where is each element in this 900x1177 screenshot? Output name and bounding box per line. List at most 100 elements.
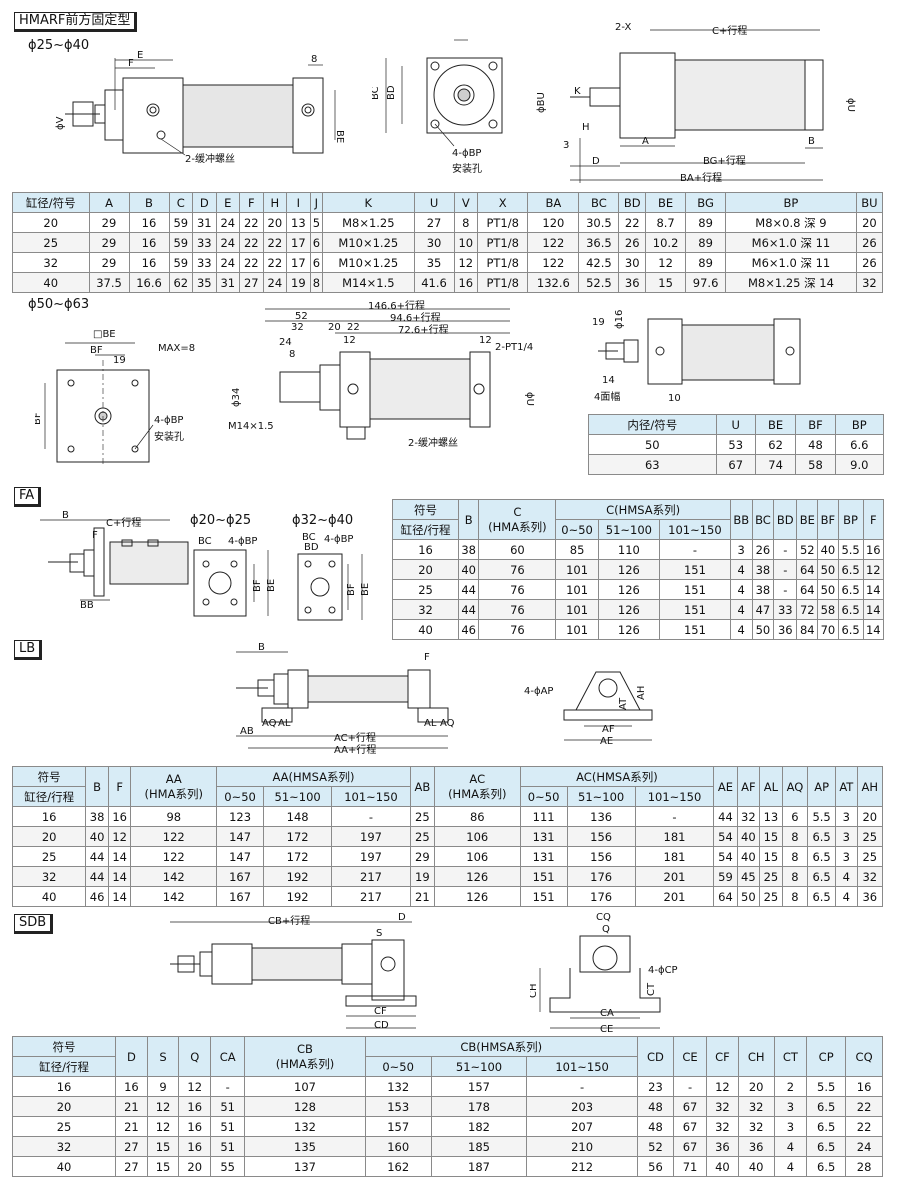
header-cell: C(HMSA系列)	[555, 499, 731, 520]
mount-hole-note-2: 安装孔	[154, 432, 184, 443]
header-cell: CP	[806, 1036, 847, 1077]
table-cell: 162	[364, 1156, 432, 1177]
table-cell: 153	[364, 1096, 432, 1117]
table-cell: 67	[715, 454, 756, 475]
svg-text:F: F	[92, 530, 98, 541]
table-cell: 13	[759, 806, 783, 827]
table-cell: 3	[773, 1116, 808, 1137]
svg-text:10: 10	[668, 393, 681, 404]
table-cell: 172	[263, 826, 333, 847]
table-cell: 36	[618, 272, 647, 293]
table-cell: 29	[88, 232, 130, 253]
table-cell: 20	[262, 212, 288, 233]
table-cell: 13	[286, 212, 311, 233]
table-cell: 29	[88, 212, 130, 233]
table-cell: 157	[364, 1116, 432, 1137]
table-cell: 16	[391, 539, 460, 560]
section-label-hmarf: HMARF前方固定型	[14, 12, 138, 32]
table-cell: 29	[409, 846, 435, 867]
header-cell: AQ	[781, 766, 809, 807]
table-cell: 32	[12, 252, 90, 273]
table-cell: 160	[364, 1136, 432, 1157]
table-cell: 151	[659, 579, 731, 600]
table-cell: 30	[618, 252, 647, 273]
table-cell: 176	[566, 866, 636, 887]
table-cell: 63	[588, 454, 717, 475]
table-cell: 10	[453, 232, 479, 253]
table-cell: 59	[168, 212, 194, 233]
table-cell: 187	[430, 1156, 528, 1177]
table-cell: 14	[107, 866, 132, 887]
header-cell: 符号	[391, 499, 460, 520]
table-cell: 32	[11, 866, 87, 887]
header-cell: C(HMA系列)	[478, 499, 557, 540]
table-cell: 32	[856, 866, 884, 887]
table-cell: 44	[458, 579, 480, 600]
table-cell: 20	[855, 212, 884, 233]
header-cell: AB	[409, 766, 435, 807]
table-cell: 15	[759, 826, 783, 847]
table-cell: 32	[737, 1116, 775, 1137]
table-cell: 156	[566, 826, 636, 847]
svg-text:22: 22	[347, 322, 360, 333]
header-cell: 51~100	[430, 1056, 528, 1077]
flange-50-63-drawing: □BE BF 19 BF	[35, 329, 154, 465]
header-cell: AT	[835, 766, 858, 807]
header-cell: 51~100	[263, 786, 333, 807]
header-cell: CQ	[845, 1036, 883, 1077]
table-cell: 6.5	[837, 559, 864, 580]
table-cell: 4	[773, 1156, 808, 1177]
svg-text:B: B	[808, 136, 815, 147]
svg-text:BB: BB	[80, 600, 94, 610]
table-cell: 22	[239, 212, 264, 233]
sdb-clevis-bracket: CQ Q CH CA CE CT	[530, 912, 661, 1033]
table-cell: 40	[817, 539, 839, 560]
header-cell: BP	[725, 192, 857, 213]
table-cell: 137	[244, 1156, 366, 1177]
header-cell: BE	[796, 499, 819, 540]
header-cell: CD	[636, 1036, 675, 1077]
table-cell: 132	[364, 1076, 432, 1097]
svg-text:F: F	[128, 58, 134, 69]
header-cell: 符号	[11, 1036, 117, 1057]
table-cell: 5	[309, 212, 324, 233]
len72-label: 72.6+行程	[398, 325, 449, 336]
svg-text:F: F	[424, 652, 430, 663]
diameter-label: ϕ50~ϕ63	[28, 297, 90, 312]
table-cell: 210	[526, 1136, 638, 1157]
table-cell: 27	[239, 272, 264, 293]
table-cell: 4	[729, 599, 753, 620]
table-cell: 6.5	[806, 1156, 847, 1177]
table-cell: 126	[433, 886, 521, 907]
pt14-label: 2-PT1/4	[495, 342, 534, 353]
header-cell: 101~150	[331, 786, 411, 807]
table-cell: 181	[634, 826, 715, 847]
table-cell: 8.7	[645, 212, 687, 233]
table-cell: 71	[673, 1156, 708, 1177]
table-cell: 101	[555, 599, 599, 620]
table-cell: 32	[736, 806, 761, 827]
header-cell: F	[107, 766, 132, 807]
table-cell: 25	[759, 866, 783, 887]
table-cell: 212	[526, 1156, 638, 1177]
table-cell: 17	[286, 232, 311, 253]
cylinder-iso-drawing: 19 ϕ16 14 10	[592, 310, 801, 404]
table-cell: 44	[458, 599, 480, 620]
table-cell: 36	[856, 886, 884, 907]
table-cell: 16	[11, 806, 87, 827]
table-cell: M8×0.8 深 9	[725, 212, 857, 233]
table-cell: 38	[751, 579, 775, 600]
table-cell: 44	[85, 866, 109, 887]
table-cell: 126	[433, 866, 521, 887]
svg-text:BC: BC	[372, 86, 381, 100]
table-cell: 25	[11, 1116, 117, 1137]
table-cell: 6.5	[837, 619, 864, 640]
table-cell: 40	[11, 1156, 117, 1177]
